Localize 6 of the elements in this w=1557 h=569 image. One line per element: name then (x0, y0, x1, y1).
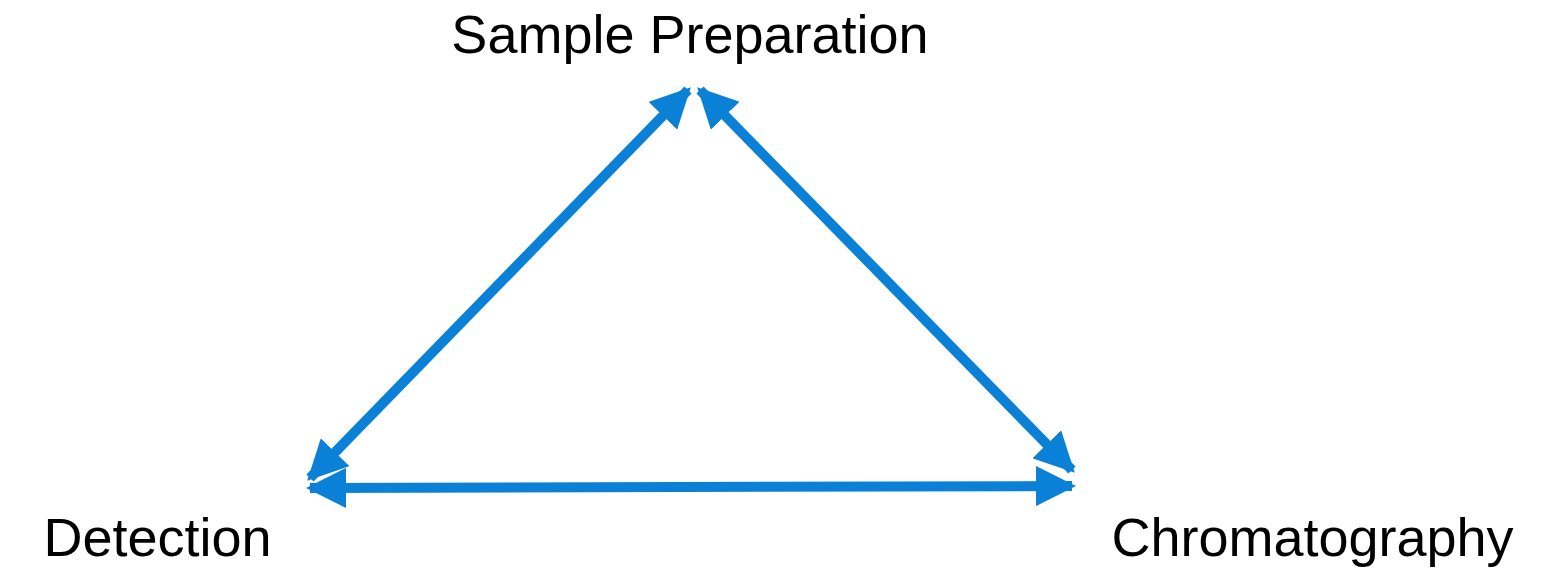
node-label: Chromatography (1111, 507, 1514, 567)
double-arrow (696, 86, 1076, 474)
node-label: Detection (43, 507, 272, 567)
node-label: Sample Preparation (451, 5, 929, 65)
double-arrow (306, 466, 1076, 508)
double-arrow (306, 86, 692, 482)
